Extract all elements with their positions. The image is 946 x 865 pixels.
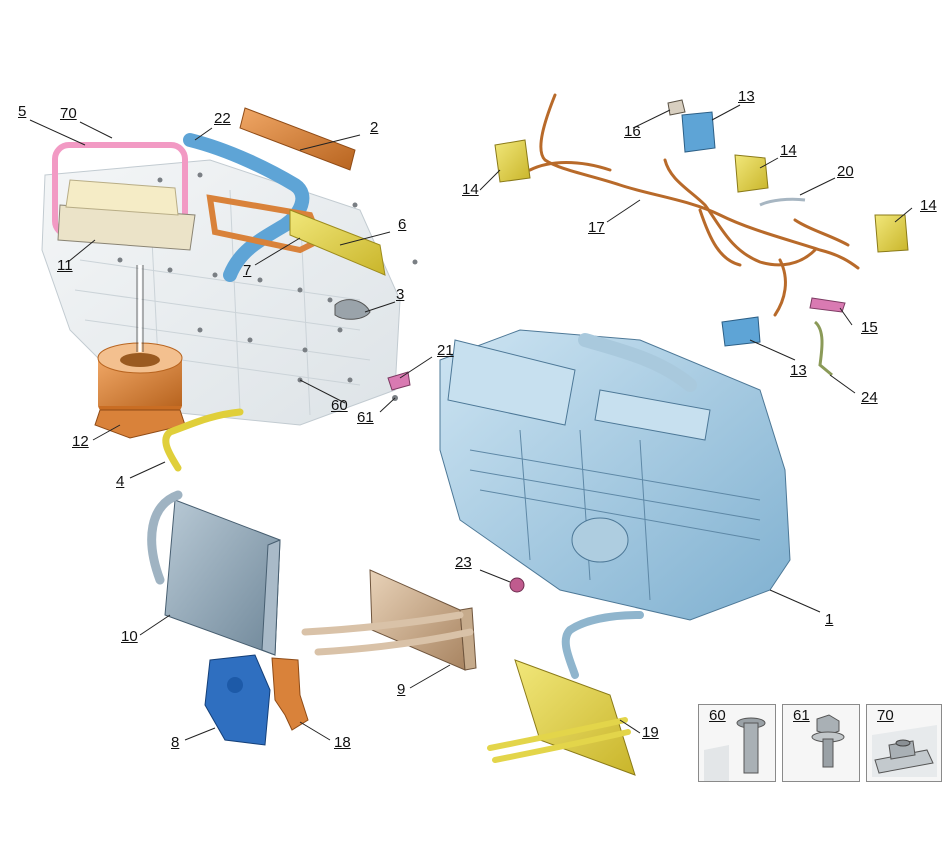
part-14-actuator-left — [494, 139, 531, 183]
callout-24: 24 — [861, 389, 878, 406]
detail-box-60-label: 60 — [709, 707, 726, 724]
part-13-actuator-bottom — [721, 316, 761, 347]
callout-19: 19 — [642, 724, 659, 741]
callout-7: 7 — [243, 262, 252, 279]
callout-14-left: 14 — [462, 181, 479, 198]
callout-14-center: 14 — [780, 142, 797, 159]
callout-18: 18 — [334, 734, 351, 751]
part-18-bracket — [271, 657, 309, 731]
callout-4: 4 — [116, 473, 125, 490]
part-14-actuator-right — [874, 214, 909, 253]
part-19-yellow-core — [487, 659, 636, 776]
callout-6: 6 — [398, 216, 407, 233]
callout-17: 17 — [588, 219, 605, 236]
callout-20: 20 — [837, 163, 854, 180]
callout-22: 22 — [214, 110, 231, 127]
callout-13-bottom: 13 — [790, 362, 807, 379]
detail-box-60: 60 — [698, 704, 776, 782]
part-9-heater-core — [301, 569, 477, 671]
callout-5: 5 — [18, 103, 27, 120]
callout-11: 11 — [57, 257, 73, 274]
callout-8: 8 — [171, 734, 180, 751]
callout-60: 60 — [331, 397, 348, 414]
callout-10: 10 — [121, 628, 138, 645]
screw-60-icon — [704, 717, 766, 781]
callout-2: 2 — [370, 119, 379, 136]
callout-9: 9 — [397, 681, 406, 698]
callout-70: 70 — [60, 105, 77, 122]
callout-14-right: 14 — [920, 197, 937, 214]
callout-12: 12 — [72, 433, 89, 450]
part-23-plug — [509, 577, 525, 593]
callout-13-top: 13 — [738, 88, 755, 105]
part-20-pipe — [759, 197, 806, 207]
clip-nut-70-icon — [872, 725, 937, 777]
callout-21: 21 — [437, 342, 454, 359]
detail-box-61-label: 61 — [793, 707, 810, 724]
bolt-61-icon — [811, 714, 845, 768]
part-8-gasket — [204, 654, 271, 746]
part-15-connector — [809, 297, 846, 313]
callout-61: 61 — [357, 409, 374, 426]
part-17-harness — [528, 93, 860, 317]
part-4-yellow-pipe — [162, 408, 244, 472]
part-11-filter — [57, 179, 196, 251]
leader-lines — [29, 104, 913, 741]
part-22-blue-duct — [183, 133, 310, 282]
detail-box-70: 70 — [866, 704, 942, 782]
detail-box-70-label: 70 — [877, 707, 894, 724]
part-13-actuator-top — [681, 111, 716, 153]
callout-15: 15 — [861, 319, 878, 336]
part-14-actuator-center — [734, 154, 769, 193]
callout-23: 23 — [455, 554, 472, 571]
callout-3: 3 — [396, 286, 405, 303]
part-16-sensor — [667, 99, 686, 116]
callout-16: 16 — [624, 123, 641, 140]
part-1-hvac-housing — [439, 329, 791, 679]
part-21-connector — [387, 371, 411, 391]
part-6-yellow-rail — [289, 209, 386, 276]
callout-1: 1 — [825, 611, 834, 628]
detail-box-61: 61 — [782, 704, 860, 782]
part-2-orange-bar — [239, 107, 356, 171]
part-10-evaporator — [147, 490, 281, 656]
part-12-blower — [94, 342, 186, 439]
part-24-bracket — [813, 320, 833, 377]
part-3-clip — [334, 299, 371, 320]
